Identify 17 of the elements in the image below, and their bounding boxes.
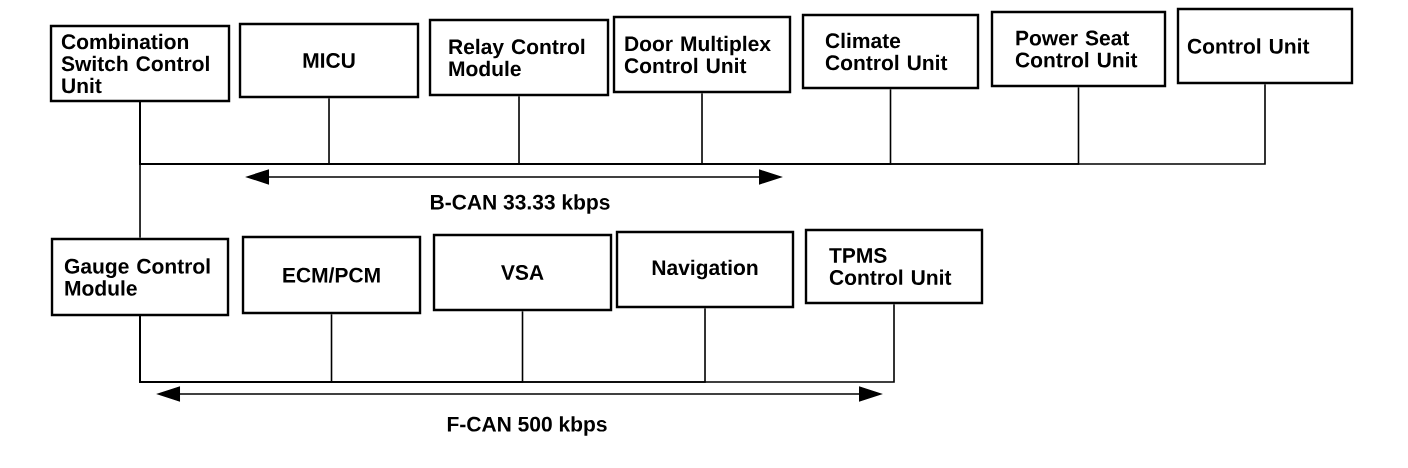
module-box: MICU — [238, 22, 420, 99]
module-box: Control Unit — [1176, 7, 1354, 85]
bus-line — [139, 303, 895, 383]
module-box: Combination Switch Control Unit — [49, 24, 231, 103]
connector-line — [139, 101, 141, 239]
network-label: F-CAN 500 kbps — [447, 416, 607, 436]
module-box: Climate Control Unit — [801, 13, 980, 90]
network-label: B-CAN 33.33 kbps — [431, 194, 610, 214]
module-box: ECM/PCM — [241, 235, 422, 315]
module-box: TPMS Control Unit — [804, 228, 984, 305]
module-box: Gauge Control Module — [50, 237, 230, 317]
module-box: Relay Control Module — [428, 18, 610, 97]
module-box: Navigation — [615, 230, 795, 309]
bus-line — [139, 83, 1266, 165]
module-box: Door Multiplex Control Unit — [612, 15, 792, 94]
module-box: VSA — [432, 233, 613, 312]
module-box: Power Seat Control Unit — [990, 10, 1167, 88]
